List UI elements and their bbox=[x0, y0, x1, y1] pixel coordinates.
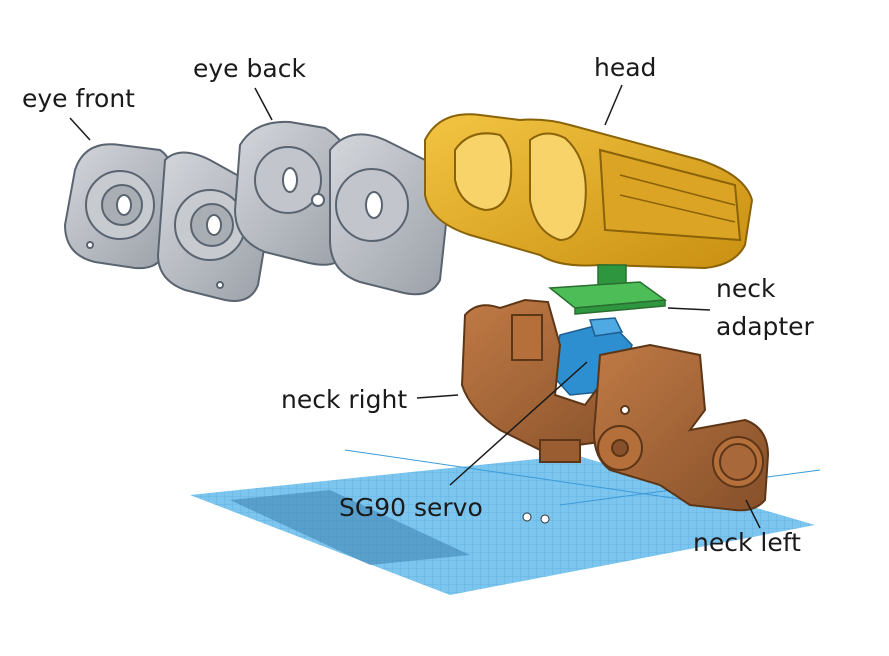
label-eye-back: eye back bbox=[193, 54, 306, 83]
label-head: head bbox=[594, 53, 657, 82]
label-neck-adapter-line1: neck bbox=[716, 274, 776, 303]
leader-neck-left bbox=[745, 499, 761, 529]
label-neck-left: neck left bbox=[693, 528, 801, 557]
leader-head bbox=[604, 84, 623, 126]
eye-back-part bbox=[233, 120, 450, 296]
label-neck-adapter-line2: adapter bbox=[716, 312, 814, 341]
leader-sg90-servo bbox=[449, 361, 588, 486]
label-sg90-servo: SG90 servo bbox=[339, 493, 483, 522]
head-part bbox=[424, 113, 754, 270]
label-eye-front: eye front bbox=[22, 84, 135, 113]
leader-neck-right bbox=[416, 394, 459, 399]
neck-adapter-part bbox=[548, 264, 668, 315]
workplane-grid bbox=[190, 449, 821, 595]
leader-lines bbox=[69, 84, 761, 529]
label-neck-right: neck right bbox=[281, 385, 408, 414]
eye-front-part bbox=[63, 143, 270, 302]
leader-eye-front bbox=[69, 117, 91, 141]
leader-eye-back bbox=[254, 87, 273, 121]
neck-left-part bbox=[593, 343, 770, 512]
leader-neck-adapter bbox=[667, 307, 711, 311]
